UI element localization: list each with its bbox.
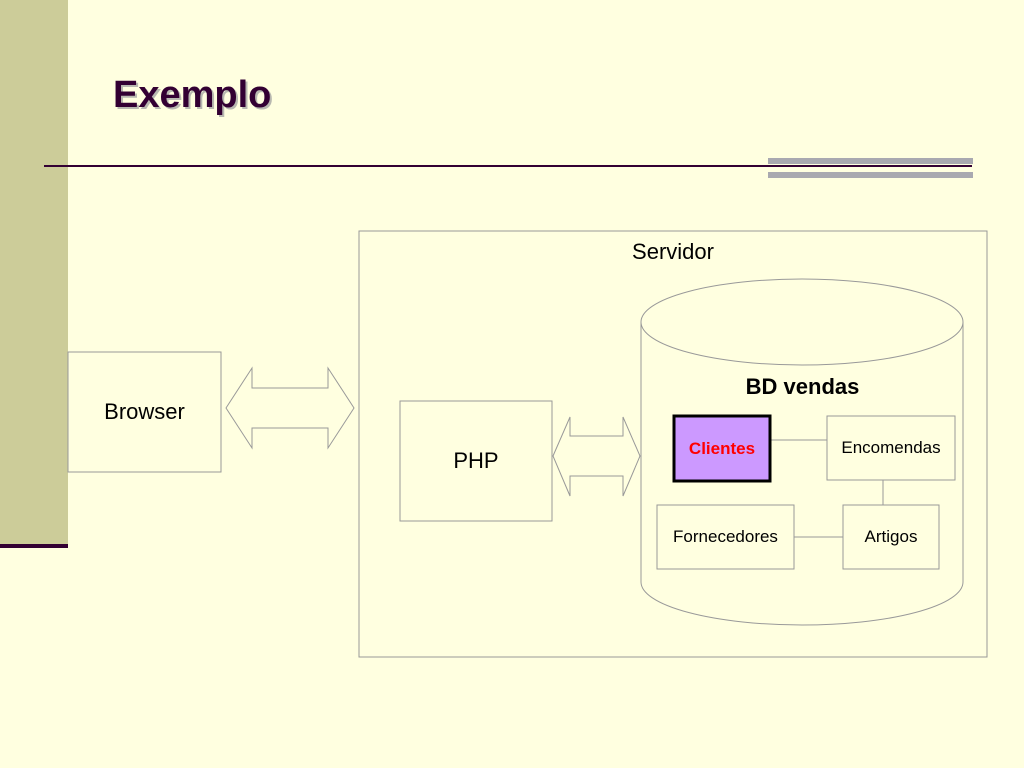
title-rule <box>44 165 972 167</box>
table-artigos-box <box>842 504 940 570</box>
table-artigos-label: Artigos <box>864 527 918 546</box>
php-box <box>399 400 553 522</box>
database-cylinder-top <box>640 278 964 366</box>
php-database-arrow <box>552 416 641 497</box>
table-clientes-label: Clientes <box>688 438 756 458</box>
table-encomendas-label: Encomendas <box>841 438 941 457</box>
browser-label: Browser <box>104 399 185 424</box>
side-band-underline <box>0 544 68 548</box>
server-label: Servidor <box>632 239 714 264</box>
title-rule-accent <box>768 158 973 178</box>
browser-server-arrow <box>225 366 355 450</box>
side-band <box>0 0 68 544</box>
table-fornecedores-label: Fornecedores <box>673 527 778 546</box>
table-encomendas-box <box>826 415 956 481</box>
slide-title: Exemplo <box>113 74 272 116</box>
table-fornecedores-box <box>656 504 795 570</box>
php-label: PHP <box>453 448 499 473</box>
table-clientes-box <box>672 414 772 483</box>
browser-box <box>67 351 222 473</box>
database-label: BD vendas <box>745 374 860 399</box>
